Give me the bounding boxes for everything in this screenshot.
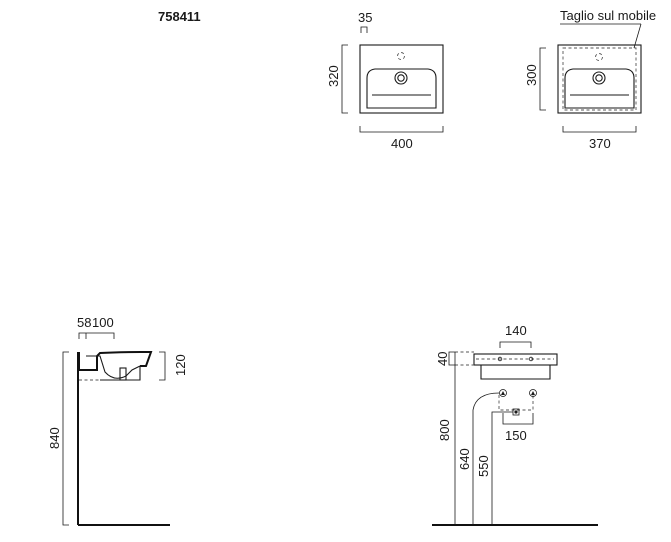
drain-connection-dot [514,410,518,414]
dim-rim-height-bracket [448,351,455,366]
dim-basin-height-bracket [159,351,166,381]
cut-outline [562,47,637,111]
dim-height-800: 800 [437,419,452,441]
drain-outer [394,71,408,85]
dim-cut-width: 370 [589,136,611,151]
bowl-outline [366,68,437,109]
cabinet-cut-label: Taglio sul mobile [560,8,656,23]
basin-underside [100,366,141,381]
drain-inner [397,74,405,82]
cabinet-bowl-outline [564,68,635,109]
dim-side-100: 100 [92,315,114,330]
cabinet-view: Taglio sul mobile 300 370 [524,8,656,151]
side-view: 58 100 120 840 [47,315,188,526]
dim-cut-depth: 300 [524,64,539,86]
tap-hole-left [497,356,503,362]
dim-rim-height: 40 [435,352,450,366]
supply-left [499,389,507,397]
cabinet-tap-hole [595,53,603,61]
dim-basin-height: 120 [173,354,188,376]
supply-left-mark [501,391,505,395]
dim-connection-bracket [502,413,534,425]
basin-inner-profile [86,355,141,379]
dim-tap-spacing-bracket [499,341,532,348]
dim-install-height: 840 [47,427,62,449]
dim-cut-width-bracket [562,126,637,133]
front-view: 140 40 800 150 640 550 [432,323,598,526]
supply-right-mark [531,391,535,395]
dim-cut-depth-bracket [539,47,546,111]
front-basin-rim [473,353,558,366]
dim-550-line [491,411,513,525]
dim-connection-spacing: 150 [505,428,527,443]
cabinet-drain-inner [595,74,603,82]
dim-depth-bracket [341,44,348,114]
dim-height-640: 640 [457,448,472,470]
top-view: 35 320 400 [326,10,444,151]
label-leader [633,23,642,49]
dim-install-height-bracket [62,351,69,526]
dim-tap-spacing: 140 [505,323,527,338]
tap-hole [397,52,405,60]
dim-width: 400 [391,136,413,151]
dim-width-bracket [359,126,444,133]
basin-outline [359,44,444,114]
supply-guide [498,395,534,411]
dim-height-550: 550 [476,455,491,477]
dim-640-line [472,392,500,525]
cabinet-basin-outline [557,44,642,114]
dim-depth: 320 [326,65,341,87]
front-basin-body [480,365,551,380]
dim-side-58: 58 [77,315,91,330]
dim-tap-offset-bracket [360,26,368,33]
dim-tap-offset: 35 [358,10,372,25]
drain-body [119,367,127,381]
dim-side-top-bracket [78,332,115,339]
product-code: 758411 [158,9,201,24]
cabinet-drain-outer [592,71,606,85]
supply-right [529,389,537,397]
tap-hole-right [528,356,534,362]
basin-profile [78,351,153,371]
